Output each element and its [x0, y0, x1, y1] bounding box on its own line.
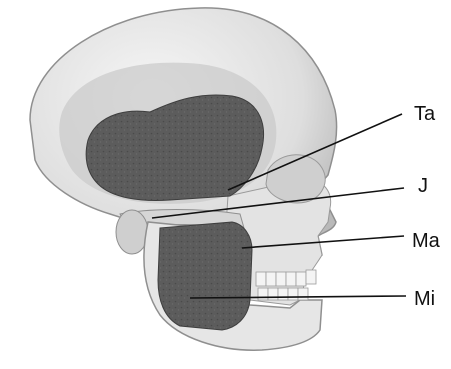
teeth: [256, 270, 316, 300]
label-ta: Ta: [414, 103, 436, 125]
ear-region: [116, 210, 148, 254]
orbit: [266, 155, 325, 203]
label-mi: Mi: [414, 288, 435, 310]
masseter-region: [158, 222, 252, 330]
label-ma: Ma: [412, 230, 441, 252]
label-j: J: [418, 175, 428, 197]
